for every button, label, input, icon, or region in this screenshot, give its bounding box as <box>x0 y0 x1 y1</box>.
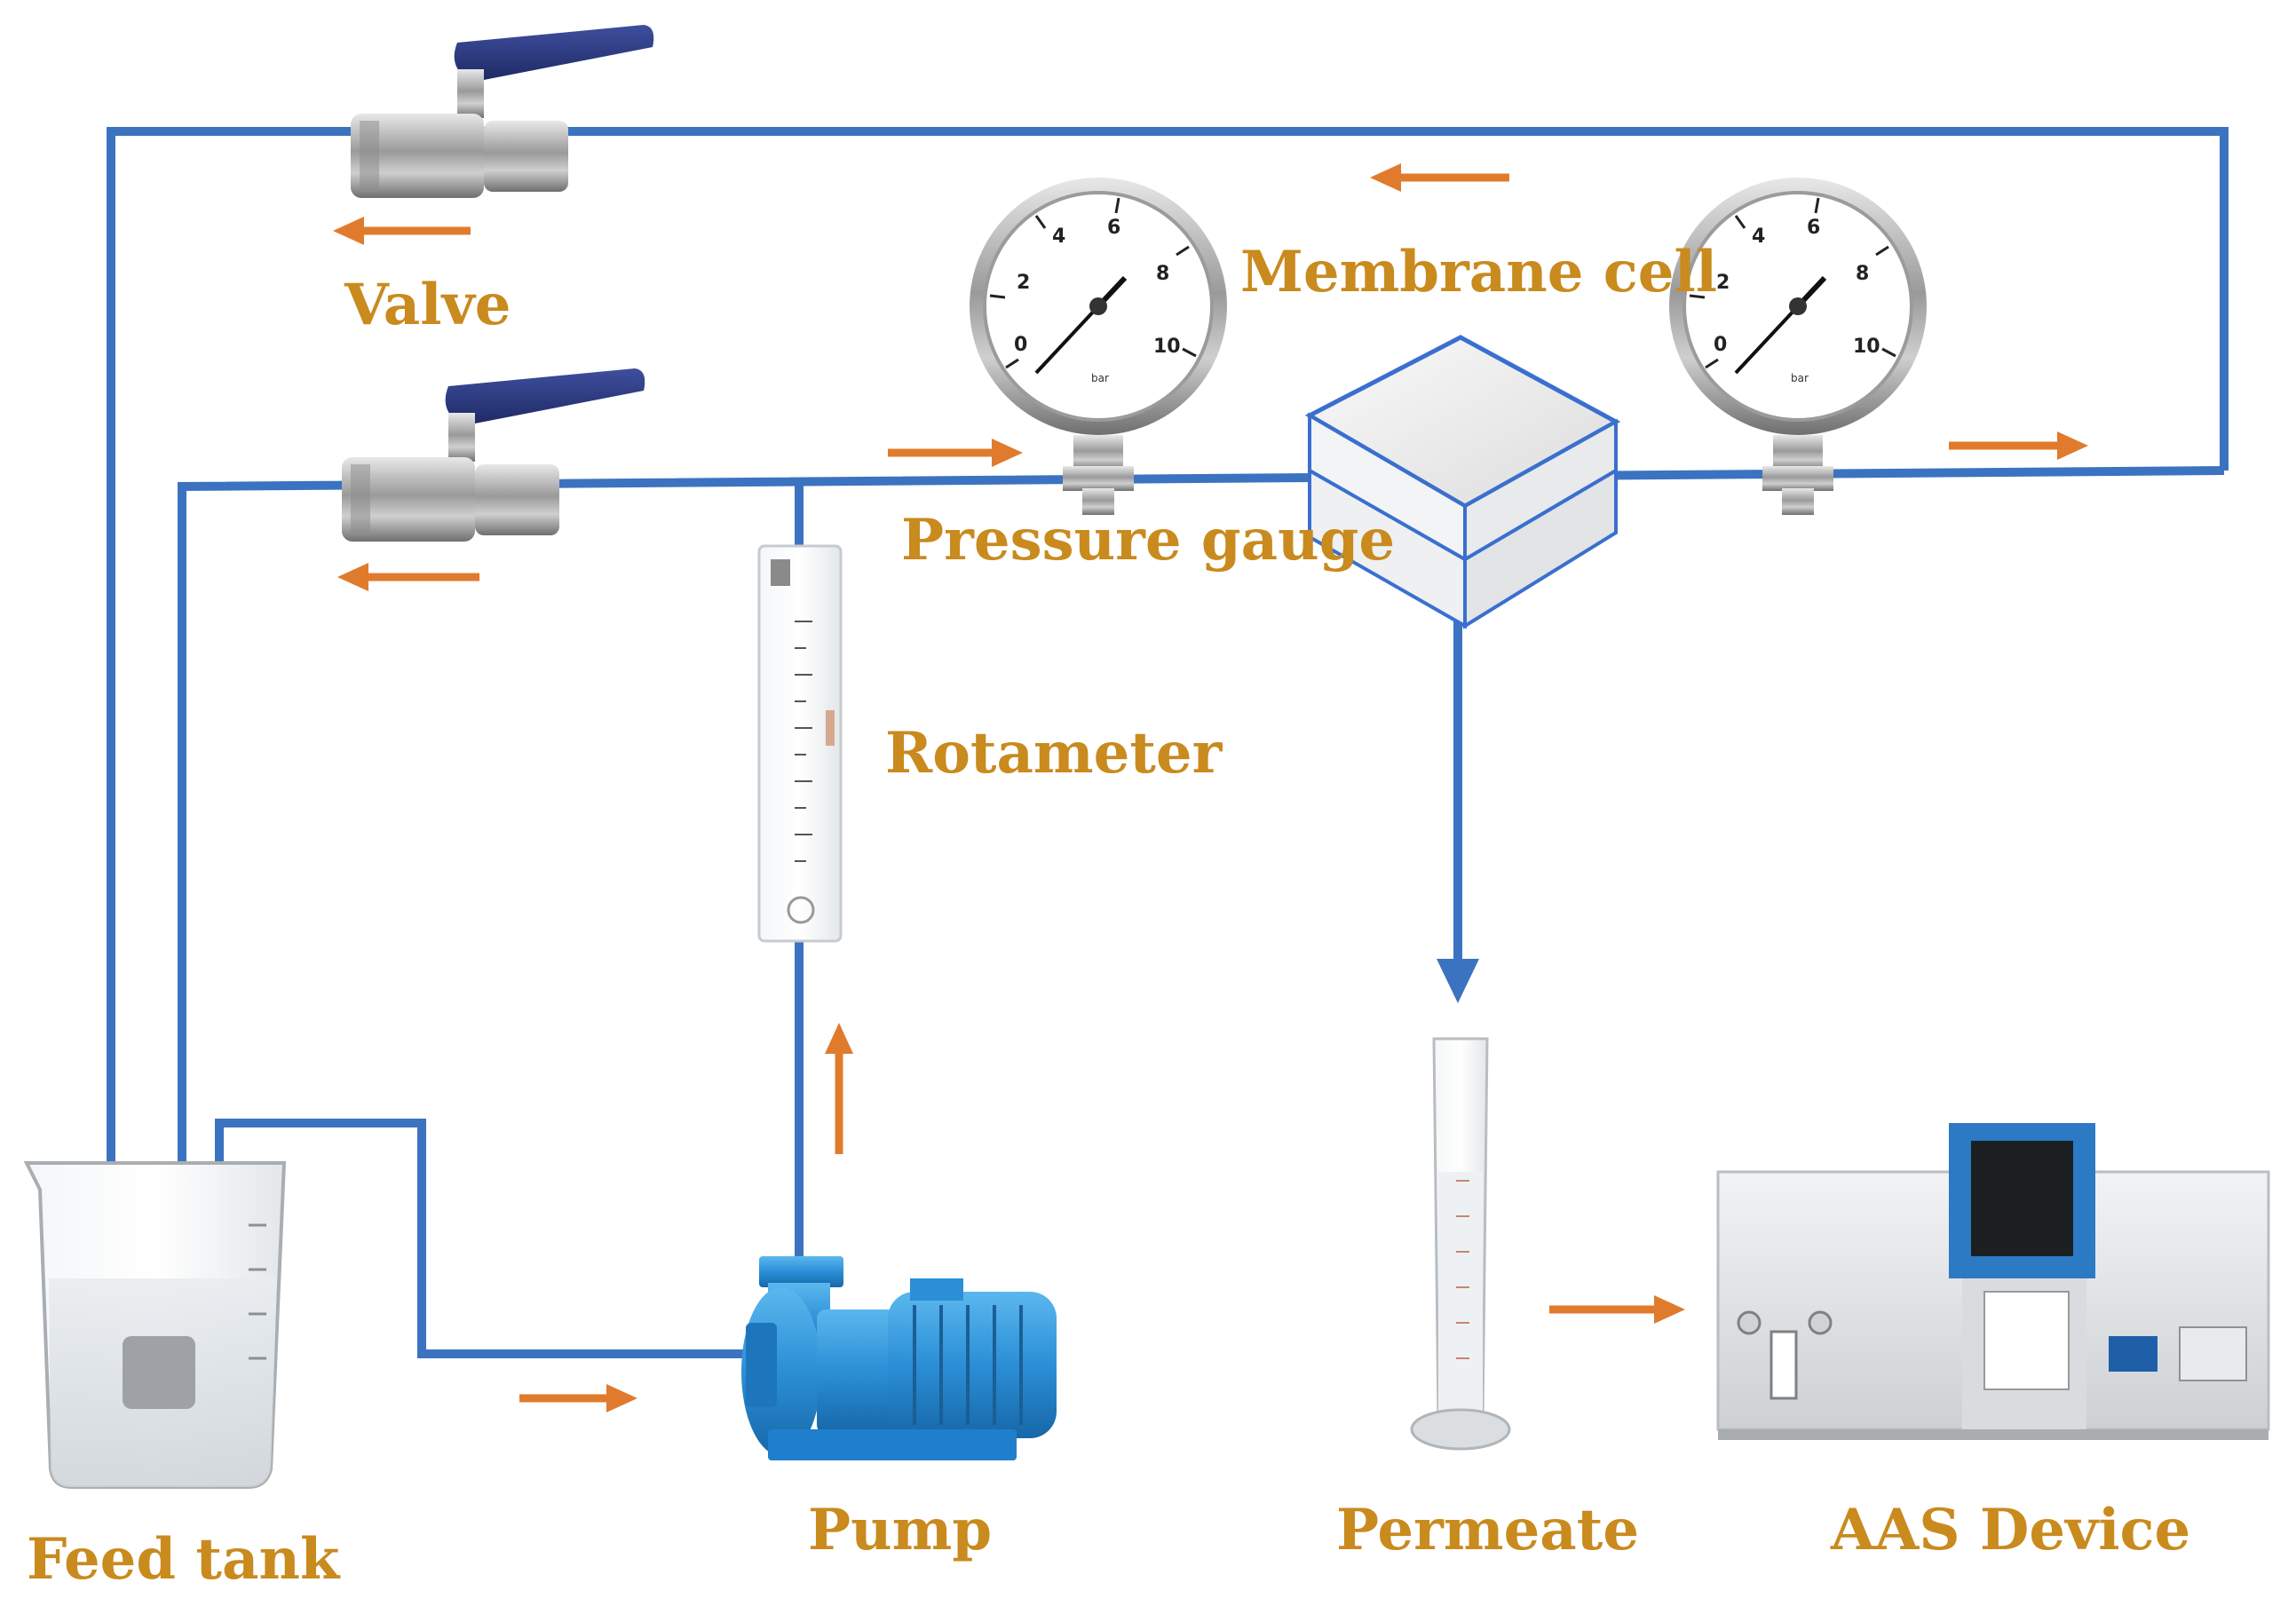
pressure-gauge-right: 0 2 4 6 8 10 bar <box>1669 178 1927 515</box>
ball-valve-bottom <box>342 368 645 542</box>
svg-text:bar: bar <box>1791 372 1809 384</box>
centrifugal-pump <box>741 1256 1057 1460</box>
svg-text:8: 8 <box>1856 263 1869 285</box>
svg-text:2: 2 <box>1716 272 1730 294</box>
svg-text:8: 8 <box>1156 263 1169 285</box>
label-permeate: Permeate <box>1336 1497 1639 1563</box>
arrow-up-rotameter <box>825 1023 853 1154</box>
arrowhead-permeate <box>1437 959 1479 1003</box>
svg-text:4: 4 <box>1052 225 1065 248</box>
svg-text:6: 6 <box>1107 217 1120 239</box>
svg-text:bar: bar <box>1091 372 1109 384</box>
arrow-valve-bottom-left <box>337 563 479 591</box>
label-feed-tank: Feed tank <box>27 1526 341 1593</box>
label-membrane-cell: Membrane cell <box>1240 239 1717 305</box>
aas-device-machine <box>1716 1123 2270 1440</box>
label-aas-device: AAS Device <box>1830 1497 2190 1563</box>
membrane-cell <box>1304 335 1621 629</box>
arrow-to-aas-right <box>1549 1295 1685 1324</box>
arrow-to-gauge-right <box>888 439 1023 467</box>
arrow-top-return-left <box>1370 163 1509 192</box>
flow-arrows <box>333 163 2088 1412</box>
arrow-valve-top-left <box>333 217 471 245</box>
svg-text:4: 4 <box>1752 225 1765 248</box>
svg-text:0: 0 <box>1014 334 1027 356</box>
pressure-gauge-left: 0 2 4 6 8 10 bar <box>970 178 1227 515</box>
label-pressure-gauge: Pressure gauge <box>901 507 1395 574</box>
rotameter-device <box>757 544 843 943</box>
labels: Valve Membrane cell Pressure gauge Rotam… <box>27 239 2190 1593</box>
ball-valve-top <box>351 25 654 198</box>
svg-text:6: 6 <box>1807 217 1820 239</box>
svg-text:2: 2 <box>1017 272 1030 294</box>
pipe-lower-return <box>178 466 2225 1278</box>
label-valve: Valve <box>344 272 511 338</box>
pipe-top-return <box>107 127 2229 1278</box>
arrow-to-pump-right <box>519 1384 637 1412</box>
label-pump: Pump <box>808 1497 992 1563</box>
svg-text:0: 0 <box>1714 334 1727 356</box>
feed-tank-beaker <box>23 1161 287 1489</box>
graduated-cylinder <box>1410 1037 1511 1451</box>
svg-text:10: 10 <box>1853 336 1880 358</box>
pipe-suction <box>215 1119 755 1443</box>
arrow-retentate-right <box>1949 431 2088 460</box>
label-rotameter: Rotameter <box>885 720 1223 787</box>
svg-text:10: 10 <box>1153 336 1181 358</box>
